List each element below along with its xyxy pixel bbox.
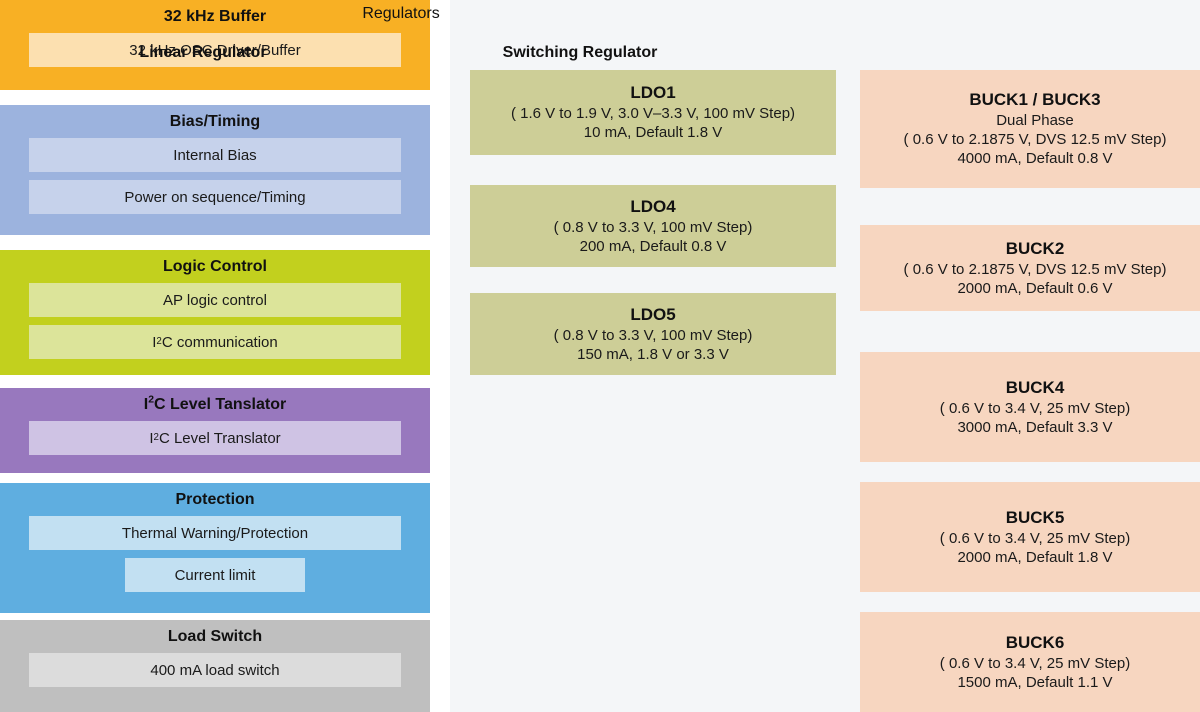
function-block-title: Protection [175,491,255,508]
regulator-name: LDO4 [630,196,676,216]
regulator-spec-line: ( 0.6 V to 3.4 V, 25 mV Step) [939,529,1131,547]
regulator-spec-line: 1500 mA, Default 1.1 V [957,673,1113,691]
regulator-spec-line: 150 mA, 1.8 V or 3.3 V [577,345,729,363]
regulator-spec-line: ( 0.8 V to 3.3 V, 100 mV Step) [553,326,753,344]
function-block-load-switch: Load Switch 400 mA load switch [0,620,430,712]
function-item-internal-bias: Internal Bias [29,138,401,172]
regulators-panel-title: Regulators [362,5,440,22]
column-label-switching-regulator: Switching Regulator [502,44,658,61]
function-item-32-khz-osc-driver-buffer: 32 kHz OSC Driver/Buffer [29,33,401,67]
regulator-spec-line: 2000 mA, Default 1.8 V [957,548,1113,566]
function-block-items: 32 kHz OSC Driver/Buffer [0,33,430,90]
regulator-spec-line: ( 0.6 V to 2.1875 V, DVS 12.5 mV Step) [903,260,1167,278]
regulator-spec-line: ( 1.6 V to 1.9 V, 3.0 V–3.3 V, 100 mV St… [510,105,796,123]
regulator-spec-line: ( 0.8 V to 3.3 V, 100 mV Step) [553,218,753,236]
regulator-name: BUCK5 [1005,507,1065,527]
function-block-items: 400 mA load switch [0,653,430,712]
function-item-ap-logic-control: AP logic control [29,283,401,317]
regulator-block-buck6: BUCK6 ( 0.6 V to 3.4 V, 25 mV Step)1500 m… [860,612,1200,712]
column-label-linear-regulator: Linear Regulator [139,44,267,61]
regulator-spec-line: 200 mA, Default 0.8 V [579,237,727,255]
regulator-spec-line: Dual Phase [996,112,1074,130]
regulator-name: LDO1 [630,83,676,103]
regulator-spec-line: 10 mA, Default 1.8 V [583,124,723,142]
regulator-spec-line: ( 0.6 V to 2.1875 V, DVS 12.5 mV Step) [903,131,1167,149]
regulator-spec-line: 4000 mA, Default 0.8 V [957,150,1113,168]
regulator-name: LDO5 [630,304,676,324]
function-block-title: 32 kHz Buffer [163,8,267,25]
regulator-block-buck2: BUCK2 ( 0.6 V to 2.1875 V, DVS 12.5 mV St… [860,225,1200,311]
regulator-spec-line: 2000 mA, Default 0.6 V [957,279,1113,297]
regulator-name: BUCK1 / BUCK3 [969,90,1101,110]
function-block-title: Logic Control [163,258,267,275]
function-block-title: Bias/Timing [169,113,261,130]
regulator-block-ldo1: LDO1 ( 1.6 V to 1.9 V, 3.0 V–3.3 V, 100 m… [470,70,836,155]
regulator-block-ldo4: LDO4 ( 0.8 V to 3.3 V, 100 mV Step)200 mA… [470,185,836,267]
regulator-block-buck5: BUCK5 ( 0.6 V to 3.4 V, 25 mV Step)2000 m… [860,482,1200,592]
regulator-name: BUCK4 [1005,377,1065,397]
function-item-400-ma-load-switch: 400 mA load switch [29,653,401,687]
regulator-block-ldo5: LDO5 ( 0.8 V to 3.3 V, 100 mV Step)150 mA… [470,293,836,375]
regulator-spec-line: ( 0.6 V to 3.4 V, 25 mV Step) [939,399,1131,417]
function-item-thermal-warning-protection: Thermal Warning/Protection [29,516,401,550]
function-item-power-on-sequence-timing: Power on sequence/Timing [29,180,401,214]
function-block-title: I2C Level Tanslator [143,394,287,413]
regulator-block-buck4: BUCK4 ( 0.6 V to 3.4 V, 25 mV Step)3000 m… [860,352,1200,462]
regulator-spec-line: 3000 mA, Default 3.3 V [957,418,1113,436]
function-item-current-limit: Current limit [125,558,305,592]
regulator-spec-line: ( 0.6 V to 3.4 V, 25 mV Step) [939,654,1131,672]
regulator-name: BUCK2 [1005,238,1065,258]
function-block-title: Load Switch [167,628,263,645]
regulator-name: BUCK6 [1005,632,1065,652]
function-block-32-khz-buffer: 32 kHz Buffer 32 kHz OSC Driver/Buffer [0,0,430,90]
